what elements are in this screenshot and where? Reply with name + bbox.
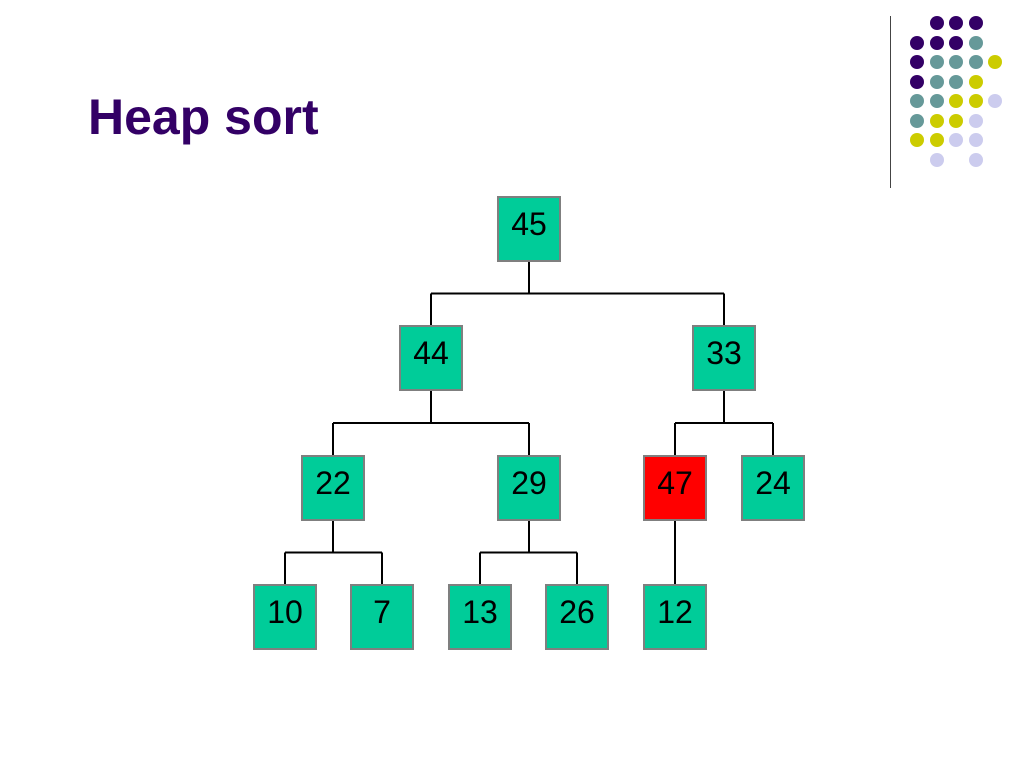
header-divider xyxy=(890,16,891,188)
heap-node: 7 xyxy=(350,584,414,650)
heap-node: 12 xyxy=(643,584,707,650)
heap-node: 33 xyxy=(692,325,756,391)
heap-node: 44 xyxy=(399,325,463,391)
heap-node: 45 xyxy=(497,196,561,262)
heap-node: 13 xyxy=(448,584,512,650)
heap-node: 24 xyxy=(741,455,805,521)
heap-node: 26 xyxy=(545,584,609,650)
heap-node: 10 xyxy=(253,584,317,650)
heap-node: 29 xyxy=(497,455,561,521)
heap-node: 22 xyxy=(301,455,365,521)
heap-node-highlighted: 47 xyxy=(643,455,707,521)
slide-title: Heap sort xyxy=(88,89,319,145)
